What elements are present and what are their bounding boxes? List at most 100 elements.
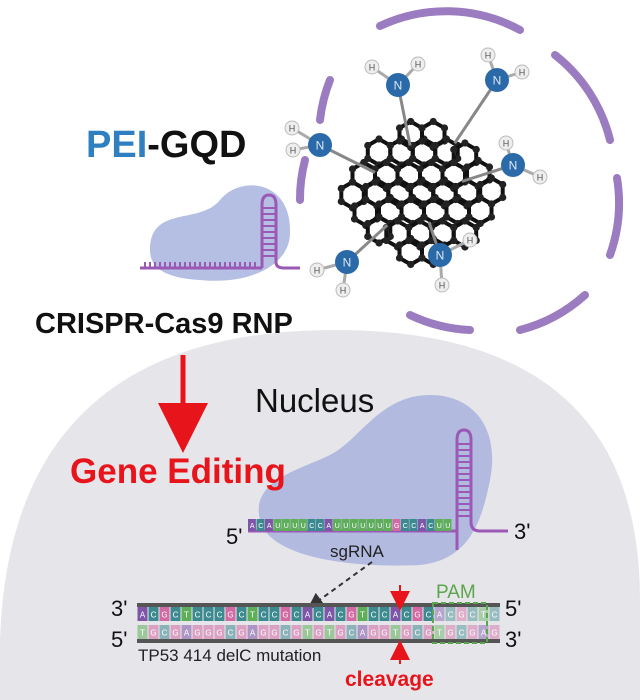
dna-bottom-letter: C (162, 629, 168, 638)
sgrna-base (273, 519, 282, 531)
carbon-atom (375, 200, 383, 208)
dna-bottom-letter: C (228, 629, 234, 638)
dna-bottom-base (401, 625, 412, 639)
carbon-atom (416, 178, 424, 186)
dna-top-base (390, 607, 401, 621)
carbon-atom (429, 117, 437, 126)
carbon-atom (431, 154, 439, 163)
title-gqd: -GQD (147, 124, 247, 166)
dna-bottom-letter: T (305, 629, 310, 638)
sgrna-base (443, 519, 452, 531)
carbon-atom (397, 200, 406, 208)
carbon-atom (438, 178, 447, 186)
sgrna-base (256, 519, 265, 531)
sgrna-base-letter: C (411, 523, 416, 530)
dna-top-base (269, 607, 280, 621)
carbon-atom (364, 141, 372, 150)
sgrna-3prime: 3' (514, 519, 531, 544)
dna-bottom-base (434, 625, 445, 639)
sgrna-base-letter: U (360, 523, 365, 530)
nitrogen-atom (335, 250, 359, 274)
dna-bottom-base (302, 625, 313, 639)
carbon-atom (395, 241, 404, 249)
carbon-atom (418, 137, 426, 145)
sgrna-base (299, 519, 307, 531)
sgrna-base-letter: U (386, 523, 391, 530)
sgrna-base (426, 519, 435, 531)
graphene-quantum-dot-icon (337, 117, 507, 269)
nitrogen-label: N (343, 256, 352, 270)
dna-top-base (148, 607, 159, 621)
carbon-atom (463, 163, 471, 171)
dna-bottom-base (269, 625, 280, 639)
carbon-atom (418, 241, 426, 249)
gqd-dashed-ring (295, 7, 623, 334)
carbon-atom (395, 254, 404, 262)
sgrna-base-letter: U (284, 523, 289, 530)
dna-top-letter: T (250, 611, 255, 620)
dna-top-letter: A (305, 611, 311, 620)
hydrogen-atom (434, 277, 450, 293)
carbon-atom (395, 137, 404, 145)
sgrna-base (384, 519, 392, 531)
dna-bottom-base (489, 625, 500, 639)
dna-bottom-base (423, 625, 434, 639)
dna-bottom-base (390, 625, 401, 639)
dna-bottom-base (181, 625, 192, 639)
dna-top-letter: C (272, 611, 278, 620)
dna-top-base (357, 607, 368, 621)
hydrogen-atom (335, 282, 351, 298)
hydrogen-label: H (503, 139, 510, 149)
carbon-atom (405, 223, 413, 232)
sgrna-base-letter: U (275, 523, 280, 530)
sgrna-hairpin-nucleus (455, 428, 508, 550)
dna-top-letter: C (316, 611, 322, 620)
dna-top-letter: A (327, 611, 333, 620)
dna-top-letter: A (140, 611, 146, 620)
dna-top-letter: G (282, 611, 288, 620)
carbon-atom (420, 200, 428, 208)
dna-top-base (214, 607, 225, 621)
dna-bottom-base (291, 625, 302, 639)
carbon-atom (350, 215, 359, 223)
dna-bottom-base (412, 625, 423, 639)
dna-bottom-base (280, 625, 291, 639)
dna-bottom-base (192, 625, 203, 639)
dna-bottom-base (335, 625, 346, 639)
sgrna-base-letter: C (258, 523, 263, 530)
carbon-atom (371, 178, 379, 186)
sgrna-base-letter: U (335, 523, 340, 530)
dna-top-base (445, 607, 456, 621)
dna-top-base (313, 607, 324, 621)
dna-bottom-base (258, 625, 269, 639)
hydrogen-label: H (467, 236, 474, 246)
dna-bottom-letter: G (293, 629, 299, 638)
mutation-label: TP53 414 delC mutation (138, 646, 322, 665)
hydrogen-atom (480, 47, 496, 63)
dna-bottom-base (324, 625, 335, 639)
dna-bottom-letter: G (425, 629, 431, 638)
dna-top-base (346, 607, 357, 621)
dna-top-base (478, 607, 489, 621)
dna-top-base (192, 607, 203, 621)
carbon-atom (420, 213, 428, 221)
dna-top-letter: C (206, 611, 212, 620)
dna-top-base (335, 607, 346, 621)
hydrogen-atom (410, 56, 426, 72)
sgrna-base-letter: U (292, 523, 297, 530)
dna-top-letter: C (448, 611, 454, 620)
sgrna-base-letter: U (445, 523, 450, 530)
dna-top-base (225, 607, 236, 621)
pam-label: PAM (436, 582, 476, 603)
carbon-atom (395, 124, 404, 132)
carbon-atom (397, 213, 406, 221)
nitrogen-label: N (394, 79, 403, 93)
dna-top-left-prime: 3' (111, 596, 128, 621)
sgrna-base-letter: A (420, 523, 425, 530)
carbon-atom (337, 184, 345, 193)
dna-top-letter: C (426, 611, 432, 620)
hydrogen-label: H (415, 60, 422, 70)
carbon-atom (487, 213, 496, 221)
dna-top-base (412, 607, 423, 621)
carbon-atom (442, 135, 451, 143)
